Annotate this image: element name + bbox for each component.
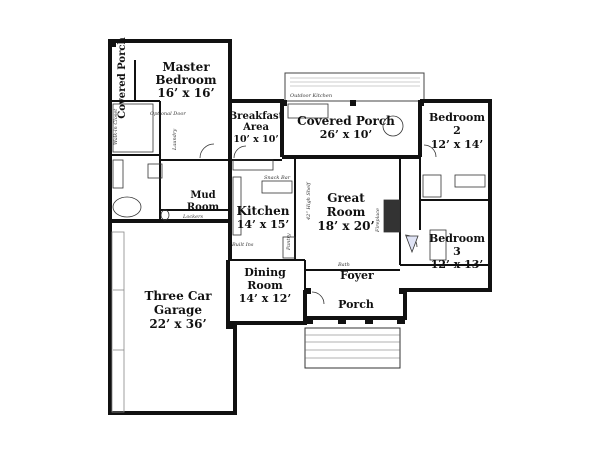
room-labels: Master Bedroom 16’ x 16’ Covered Porch B… bbox=[117, 37, 485, 331]
closet-triangle bbox=[405, 235, 419, 254]
porch-name: Porch bbox=[338, 298, 374, 311]
patio-table-icon bbox=[382, 115, 404, 137]
covered-porch-rear-name: Covered Porch bbox=[297, 114, 395, 128]
front-steps bbox=[304, 327, 401, 369]
covered-porch-left-name: Covered Porch bbox=[117, 37, 128, 119]
kitchen-size: 14’ x 15’ bbox=[237, 218, 290, 231]
master-bedroom-name1: Master bbox=[162, 60, 210, 74]
dining-size: 14’ x 12’ bbox=[239, 292, 292, 305]
great-room-size: 18’ x 20’ bbox=[317, 219, 374, 233]
garage-name1: Three Car bbox=[144, 289, 212, 303]
high-shelf-label: 42” High Shelf bbox=[306, 181, 312, 221]
built-ins-label: Built Ins bbox=[231, 242, 254, 248]
foyer-name: Foyer bbox=[340, 269, 374, 282]
breakfast-size: 10’ x 10’ bbox=[233, 134, 278, 145]
dining-name1: Dining bbox=[244, 266, 286, 279]
outdoor-kitchen-label: Outdoor Kitchen bbox=[290, 93, 332, 99]
garage-name2: Garage bbox=[154, 303, 203, 317]
mud-room-name1: Mud bbox=[190, 190, 215, 201]
bedroom2-name1: Bedroom bbox=[429, 111, 485, 124]
columns bbox=[108, 39, 424, 324]
annotations: Outdoor Kitchen Optional Door Walk-in Cl… bbox=[113, 93, 381, 268]
kitchen-name: Kitchen bbox=[237, 204, 290, 218]
fixtures bbox=[112, 103, 486, 305]
garage-doors bbox=[111, 231, 125, 413]
pantry-label: Pantry bbox=[286, 233, 292, 251]
bedroom3-name1: Bedroom bbox=[429, 232, 485, 245]
fireplace-label: Fireplace bbox=[375, 208, 381, 233]
breakfast-name2: Area bbox=[242, 122, 269, 133]
breakfast-name1: Breakfast bbox=[229, 111, 284, 122]
covered-porch-rear-size: 26’ x 10’ bbox=[320, 128, 373, 141]
snack-bar-label: Snack Bar bbox=[264, 175, 291, 181]
mud-room-name2: Room bbox=[187, 202, 220, 213]
master-bedroom-size: 16’ x 16’ bbox=[157, 86, 214, 100]
optional-door-label: Optional Door bbox=[150, 111, 186, 117]
walk-in-closet-label: Walk-in Closet bbox=[113, 108, 119, 145]
garage-size: 22’ x 36’ bbox=[149, 317, 206, 331]
lockers-label: Lockers bbox=[182, 214, 204, 220]
bedroom2-name2: 2 bbox=[453, 124, 461, 137]
bathtub-icon bbox=[112, 196, 142, 218]
master-bedroom-name2: Bedroom bbox=[155, 73, 216, 87]
bedroom3-size: 12’ x 13’ bbox=[431, 258, 484, 271]
great-room-name2: Room bbox=[327, 205, 366, 219]
great-room-name1: Great bbox=[327, 191, 365, 205]
laundry-label: Laundry bbox=[172, 129, 178, 151]
bedroom3-name2: 3 bbox=[453, 245, 461, 258]
toilet-icon bbox=[160, 209, 170, 221]
dining-name2: Room bbox=[247, 279, 283, 292]
bedroom2-size: 12’ x 14’ bbox=[431, 138, 484, 151]
bath-label: Bath bbox=[337, 262, 350, 268]
